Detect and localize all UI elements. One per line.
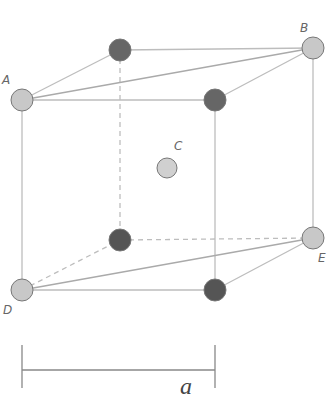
point-label: C bbox=[174, 140, 182, 152]
point-label: B bbox=[300, 22, 308, 34]
point-label: E bbox=[318, 252, 326, 264]
dimension-label: a bbox=[180, 374, 192, 398]
point-label: D bbox=[3, 304, 12, 316]
point-label: A bbox=[2, 74, 10, 86]
